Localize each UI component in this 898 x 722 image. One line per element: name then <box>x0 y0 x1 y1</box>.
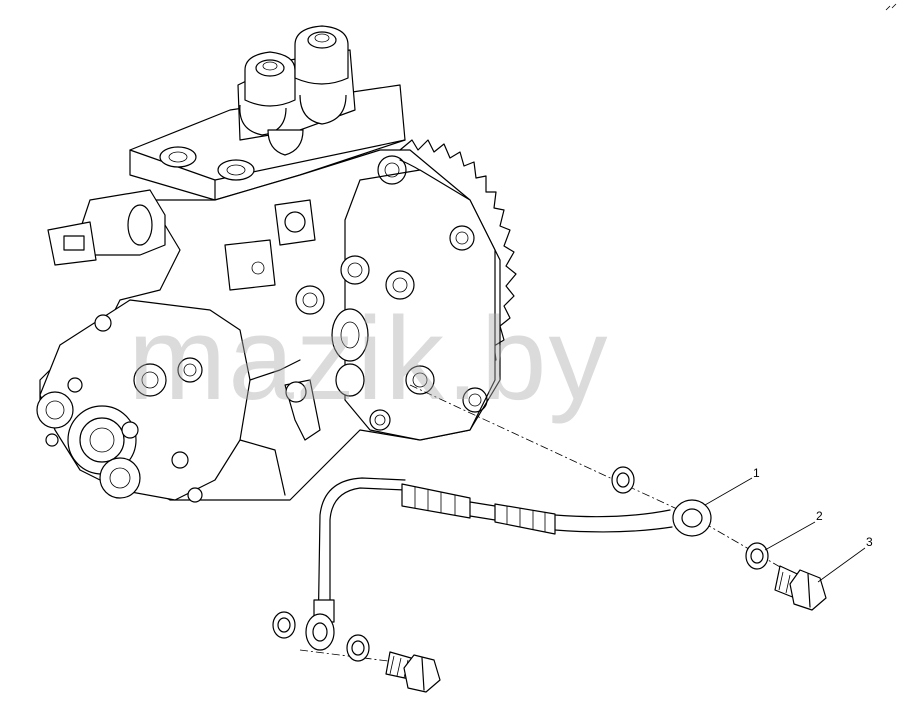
leader-line-1 <box>704 477 753 506</box>
callout-label-1: 1 <box>753 466 760 480</box>
corner-mark <box>885 3 897 11</box>
assembly-axis-upper <box>409 384 691 516</box>
callout-label-3: 3 <box>866 535 873 549</box>
leader-line-3 <box>817 547 866 583</box>
banjo-bolts <box>385 565 827 693</box>
sealing-washers <box>272 466 769 662</box>
leader-line-2 <box>764 521 816 551</box>
watermark: mazik.by <box>128 293 610 425</box>
fuel-pipe <box>305 477 712 651</box>
callout-label-2: 2 <box>816 509 823 523</box>
fuel-pump-assembly <box>36 25 517 503</box>
